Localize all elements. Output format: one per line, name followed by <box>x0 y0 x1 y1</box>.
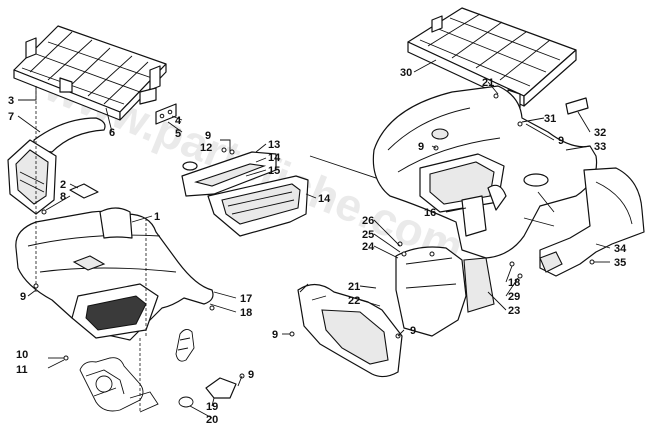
callout-28: 30 <box>400 67 412 79</box>
callout-4: 4 <box>175 115 182 127</box>
callout-29: 31 <box>544 113 556 125</box>
rack-bracket <box>155 103 177 125</box>
callout-30: 32 <box>594 127 606 139</box>
callout-9-panel: 9 <box>205 130 211 142</box>
callout-2: 2 <box>60 179 66 191</box>
callout-32: 34 <box>614 243 627 255</box>
callout-26: 26 <box>362 215 374 227</box>
callout-25: 25 <box>362 229 374 241</box>
rear-splash-panel <box>395 246 495 337</box>
callout-18-front: 18 <box>240 307 252 319</box>
callout-10: 10 <box>16 349 28 361</box>
callout-8: 8 <box>60 191 66 203</box>
callout-27: 29 <box>508 291 520 303</box>
callout-33: 35 <box>614 257 626 269</box>
callout-13: 13 <box>268 139 280 151</box>
callout-23: 23 <box>508 305 520 317</box>
rear-decal <box>565 97 589 115</box>
callout-21-lower: 21 <box>348 281 360 293</box>
side-panel <box>181 149 309 237</box>
callout-15: 15 <box>268 165 280 177</box>
leader-lines <box>17 59 611 419</box>
front-cover <box>7 117 106 215</box>
callout-21-upper: 21 <box>482 77 494 89</box>
callout-20: 20 <box>206 414 218 426</box>
callout-14-upper: 14 <box>268 152 281 164</box>
callout-9-mud: 9 <box>272 329 278 341</box>
fasteners <box>33 93 595 361</box>
callout-9-rear-left: 9 <box>418 141 424 153</box>
callout-22: 22 <box>348 295 360 307</box>
callout-5: 5 <box>175 128 181 140</box>
callout-18-rear: 18 <box>508 277 520 289</box>
callout-16: 16 <box>424 207 436 219</box>
callout-6: 6 <box>109 127 115 139</box>
callout-7: 7 <box>8 111 14 123</box>
front-body <box>15 207 214 341</box>
callout-31: 33 <box>594 141 606 153</box>
callout-11: 11 <box>16 364 28 376</box>
callout-24: 24 <box>362 241 375 253</box>
rear-body <box>372 85 598 259</box>
rear-fender <box>539 167 645 277</box>
front-lower-bracket <box>79 329 245 413</box>
callout-9-bracket: 9 <box>248 369 254 381</box>
callout-12: 12 <box>200 142 212 154</box>
callout-labels: 3 7 4 5 6 2 8 1 9 10 11 9 12 13 14 15 14… <box>8 67 627 426</box>
callout-9-splash: 9 <box>410 325 416 337</box>
callout-9-rear-right: 9 <box>558 135 564 147</box>
callout-1: 1 <box>154 211 160 223</box>
callout-3: 3 <box>8 95 14 107</box>
callout-17: 17 <box>240 293 252 305</box>
lower-mud-panel <box>289 283 403 378</box>
callout-14-lower: 14 <box>318 193 331 205</box>
callout-19: 19 <box>206 401 218 413</box>
front-rack <box>13 25 167 121</box>
callout-9-front: 9 <box>20 291 26 303</box>
